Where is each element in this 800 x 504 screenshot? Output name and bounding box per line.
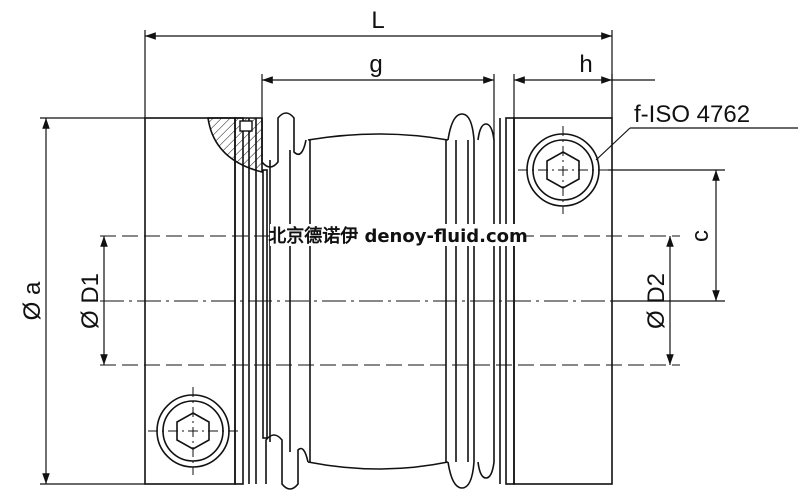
dim-label-outer-diameter: Ø a [19, 281, 46, 320]
dim-label-screw-spec: f-ISO 4762 [634, 101, 750, 128]
dim-label-h: h [579, 51, 592, 78]
watermark-backdrop [270, 224, 526, 246]
dim-label-bore-right: Ø D2 [643, 273, 670, 329]
center-lines [100, 235, 680, 366]
section-cutaway [207, 117, 263, 174]
dimension-lines [40, 30, 798, 485]
dim-label-l: L [371, 7, 384, 34]
dim-label-g: g [369, 51, 382, 78]
dim-label-bore-left: Ø D1 [77, 273, 104, 329]
clamp-screw-right [518, 126, 608, 214]
dim-label-c: c [687, 230, 714, 242]
left-hub [144, 117, 257, 485]
clamp-screw-left [148, 387, 238, 475]
watermark-text: 北京德诺伊 denoy-fluid.com [268, 225, 528, 247]
